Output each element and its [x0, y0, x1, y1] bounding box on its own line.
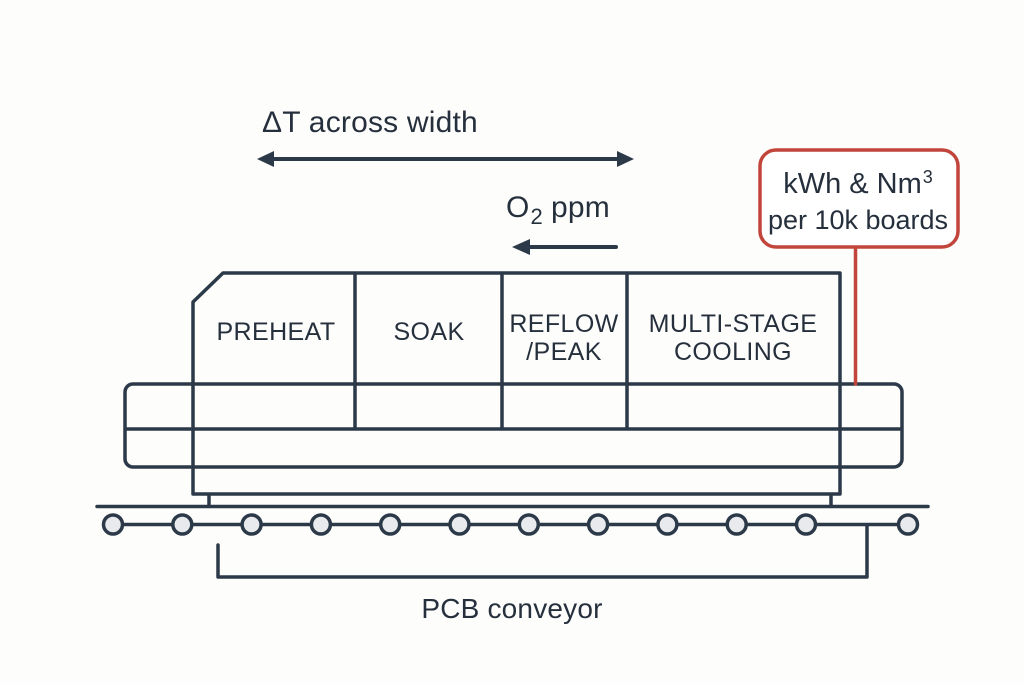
zone-label-soak: SOAK [393, 318, 464, 346]
conveyor-rollers [101, 513, 920, 536]
conveyor-roller [240, 513, 263, 536]
conveyor-roller [725, 513, 748, 536]
delta-t-arrowhead-left [257, 151, 274, 167]
conveyor-roller [448, 513, 471, 536]
o2-label-base: O [506, 191, 530, 224]
conveyor-label: PCB conveyor [421, 593, 602, 624]
delta-t-label: ΔT across width [262, 106, 478, 139]
conveyor-roller [517, 513, 541, 536]
callout-line1-superscript: 3 [923, 167, 933, 187]
conveyor-roller [896, 513, 920, 536]
oven-body [123, 271, 904, 508]
zone-label-preheat: PREHEAT [216, 318, 335, 346]
zone-label-cooling-line2: COOLING [674, 338, 792, 366]
o2-arrowhead-left [512, 239, 530, 255]
o2-label: O2 ppm [506, 191, 610, 229]
callout-line1-base: kWh & Nm [783, 168, 922, 200]
conveyor-roller [586, 513, 610, 536]
callout-line1: kWh & Nm3 [783, 167, 933, 200]
zone-label-cooling-line1: MULTI-STAGE [649, 310, 818, 338]
conveyor-roller [378, 513, 402, 536]
conveyor [95, 504, 930, 579]
conveyor-roller [309, 513, 333, 536]
zone-label-reflow-line1: REFLOW [509, 310, 618, 338]
conveyor-bracket [216, 524, 869, 579]
zone-label-reflow-line2: /PEAK [526, 338, 602, 366]
o2-label-rest: ppm [551, 191, 610, 224]
oven-chamber-outline [191, 271, 842, 496]
o2-left-arrow-icon [512, 239, 618, 255]
oven-band [123, 382, 904, 469]
conveyor-roller [794, 513, 818, 536]
o2-label-subscript: 2 [531, 204, 543, 229]
callout-line2: per 10k boards [768, 205, 948, 235]
callout-box [758, 148, 960, 249]
conveyor-roller [171, 513, 194, 536]
delta-t-arrowhead-right [617, 151, 634, 167]
conveyor-roller [101, 513, 125, 536]
delta-t-double-arrow-icon [257, 151, 634, 167]
conveyor-roller [656, 513, 679, 536]
